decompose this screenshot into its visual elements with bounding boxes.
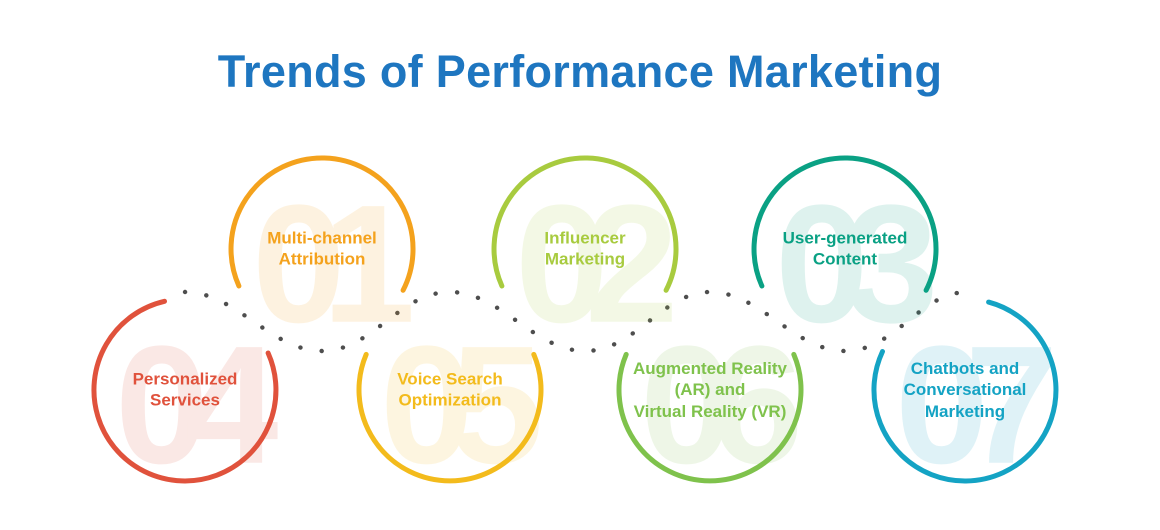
- trend-ring-07: [871, 299, 1059, 484]
- trend-ring-01: [228, 155, 416, 293]
- trend-label-02: Influencer Marketing: [544, 228, 626, 269]
- page-title: Trends of Performance Marketing: [217, 46, 943, 97]
- trend-label-04: Personalized Services: [132, 369, 238, 410]
- dotted-connector-line: [182, 289, 971, 354]
- trend-ring-04: [91, 298, 279, 484]
- trend-ring-03: [751, 155, 939, 293]
- trend-label-01: Multi-channel Attribution: [267, 228, 377, 269]
- trend-label-03: User-generated Content: [782, 228, 908, 269]
- trend-ring-06: [616, 351, 804, 484]
- trend-label-06: Augmented Reality (AR) and Virtual Reali…: [633, 358, 787, 421]
- trend-label-07: Chatbots and Conversational Marketing: [903, 358, 1027, 421]
- trend-ring-02: [491, 155, 679, 293]
- trend-label-05: Voice Search Optimization: [397, 369, 503, 410]
- trend-ring-05: [356, 351, 544, 484]
